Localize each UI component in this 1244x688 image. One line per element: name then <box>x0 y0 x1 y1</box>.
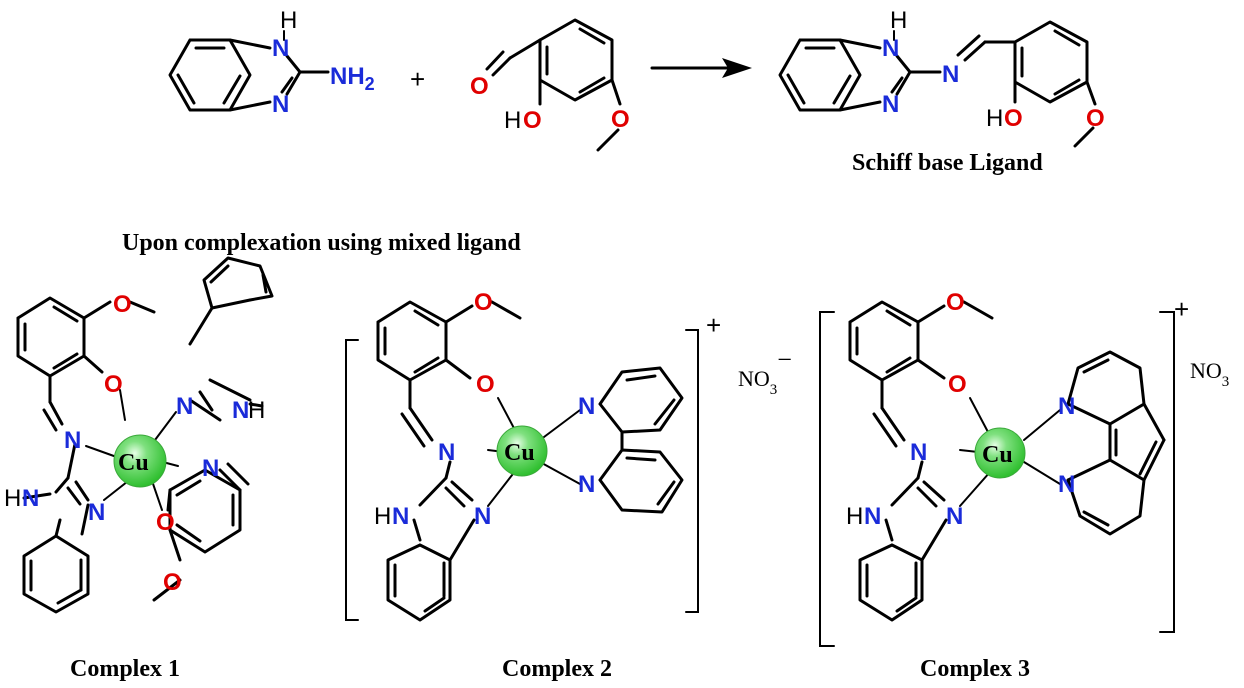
complex-2-counter-ion: NO3− <box>738 345 792 398</box>
methoxy-oxygen: O <box>946 289 965 316</box>
ring-nitrogen: N <box>946 503 963 530</box>
section-title: Upon complexation using mixed ligand <box>122 230 521 256</box>
methoxy-oxygen: O <box>611 106 630 133</box>
product-ring-nitrogen-top: N <box>882 35 899 62</box>
reaction-arrow <box>650 58 752 78</box>
reactant-o-vanillin: O H O O <box>470 18 630 152</box>
methoxy-oxygen: O <box>474 289 493 316</box>
methoxy-oxygen-upper: O <box>113 291 132 318</box>
ring-nitrogen-lower: N <box>88 499 105 526</box>
copper-sphere <box>496 425 548 477</box>
complex-3-counter-ion: NO3 <box>1190 358 1229 390</box>
nh-nitrogen-upper: N <box>232 397 249 424</box>
complex-2-caption: Complex 2 <box>502 656 612 682</box>
plus-sign: + <box>410 64 425 94</box>
complex-1: Cu O O O O N N N N H N H N <box>4 256 274 614</box>
metal-label: Cu <box>504 440 535 466</box>
nh-label: H <box>846 503 863 530</box>
complex-3-charge: + <box>1174 294 1189 324</box>
reactant-aminobenzimidazole: H N N NH2 <box>168 7 375 118</box>
nh-nitrogen-lower: N <box>22 485 39 512</box>
product-hydroxyl-hydrogen: H <box>986 105 1003 132</box>
product-hydroxyl-oxygen: O <box>1004 105 1023 132</box>
product-methoxy-oxygen: O <box>1086 105 1105 132</box>
phenoxide-oxygen-lower: O <box>156 509 175 536</box>
imine-nitrogen-left: N <box>64 427 81 454</box>
copper-sphere <box>113 434 167 488</box>
hydroxyl-oxygen: O <box>523 107 542 134</box>
phenoxide-oxygen: O <box>476 371 495 398</box>
nh-hydrogen-label: H <box>280 7 297 34</box>
metal-label: Cu <box>982 442 1013 468</box>
nh-nitrogen: N <box>392 503 409 530</box>
bipyridine-nitrogen-upper: N <box>578 393 595 420</box>
nh-label-upper: H <box>248 397 265 424</box>
phenanthroline-nitrogen-upper: N <box>1058 393 1075 420</box>
complex-2-charge: + <box>706 310 721 340</box>
imine-nitrogen-right: N <box>202 455 219 482</box>
bipyridine-nitrogen-lower: N <box>578 471 595 498</box>
nh-label-lower: H <box>4 485 21 512</box>
ring-nitrogen: N <box>474 503 491 530</box>
metal-label: Cu <box>118 450 149 476</box>
product-ring-nitrogen-bottom: N <box>882 91 899 118</box>
phenanthroline-nitrogen-lower: N <box>1058 471 1075 498</box>
imine-nitrogen: N <box>910 439 927 466</box>
methoxy-oxygen-lower: O <box>163 569 182 596</box>
hydroxyl-hydrogen: H <box>504 107 521 134</box>
complex-2: Cu O O N N N N H N + NO3− <box>345 289 792 622</box>
nh-nitrogen: N <box>864 503 881 530</box>
complex-1-caption: Complex 1 <box>70 656 180 682</box>
product-caption: Schiff base Ligand <box>852 150 1043 176</box>
nh-label: H <box>374 503 391 530</box>
phenoxide-oxygen-upper: O <box>104 371 123 398</box>
complex-3: Cu O O N N N N H N + NO3 <box>819 289 1229 647</box>
amine-label: NH2 <box>330 63 375 94</box>
copper-sphere <box>974 427 1026 479</box>
product-schiff-base: H N N N H O O <box>778 7 1105 148</box>
product-nh-hydrogen: H <box>890 7 907 34</box>
complex-3-caption: Complex 3 <box>920 656 1030 682</box>
ring-nitrogen-upper: N <box>176 393 193 420</box>
product-imine-nitrogen: N <box>942 61 959 88</box>
ring-nitrogen-top: N <box>272 35 289 62</box>
aldehyde-oxygen: O <box>470 73 489 100</box>
phenoxide-oxygen: O <box>948 371 967 398</box>
imine-nitrogen: N <box>438 439 455 466</box>
ring-nitrogen-bottom: N <box>272 91 289 118</box>
